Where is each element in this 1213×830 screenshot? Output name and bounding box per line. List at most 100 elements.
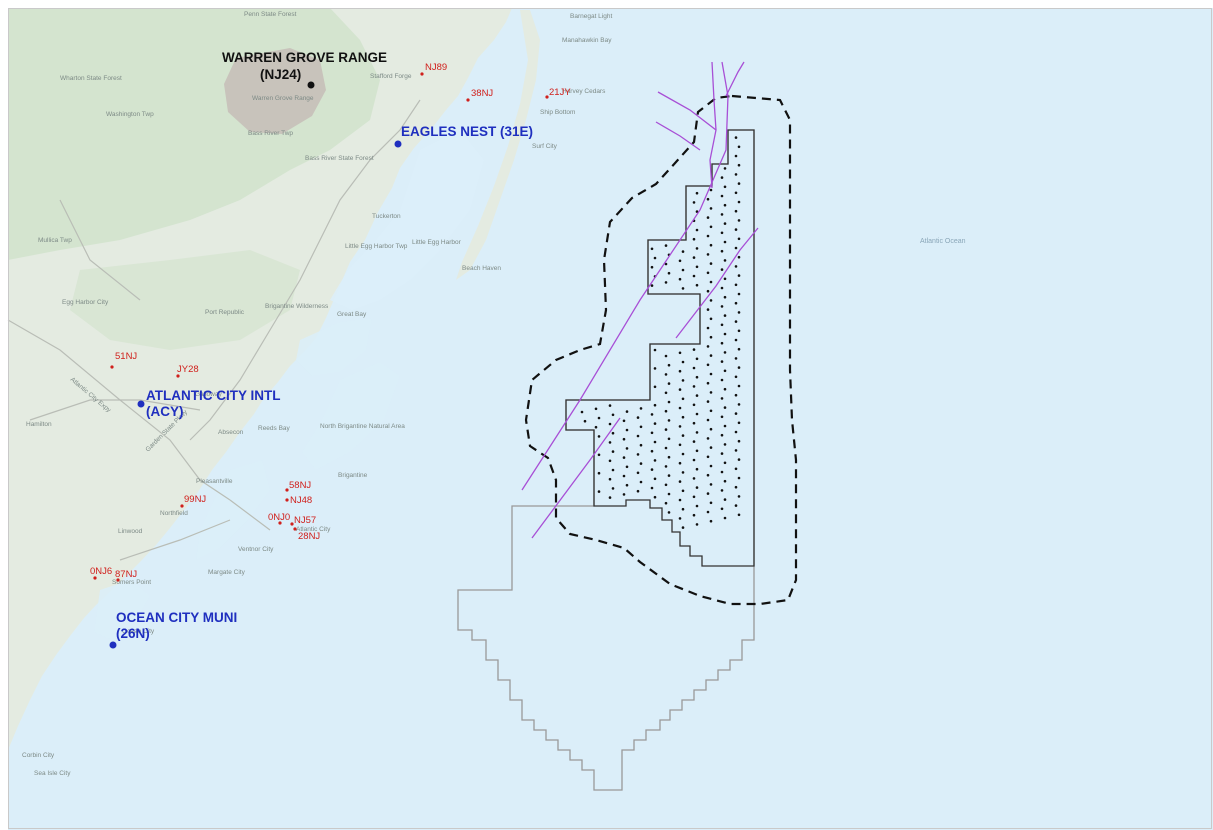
turbine-position — [723, 185, 727, 189]
turbine-position — [720, 360, 724, 363]
turbine-position — [737, 292, 741, 296]
turbine-position — [678, 498, 682, 502]
turbine-position — [597, 490, 601, 493]
turbine-position — [597, 471, 601, 475]
turbine-position — [709, 519, 713, 523]
turbine-position — [681, 250, 685, 253]
turbine-position — [734, 504, 738, 507]
turbine-position — [695, 412, 699, 416]
cable-routes — [521, 61, 759, 539]
svg-text:JY28: JY28 — [177, 364, 199, 375]
minor-airport[interactable]: 99NJ — [180, 494, 206, 508]
minor-airport[interactable]: 0NJ6 — [90, 566, 112, 580]
basemap-label: Beach Haven — [462, 265, 501, 272]
turbine-position — [678, 277, 682, 281]
turbine-position — [706, 308, 710, 311]
turbine-position — [667, 492, 671, 496]
basemap-label: North Brigantine Natural Area — [320, 423, 405, 430]
basemap-label: Brigantine — [338, 472, 368, 479]
minor-airport[interactable]: JY28 — [176, 364, 199, 378]
turbine-position — [720, 415, 724, 419]
turbine-position — [737, 421, 741, 425]
turbine-position — [723, 277, 727, 281]
turbine-position — [681, 268, 685, 272]
turbine-position — [681, 489, 685, 493]
turbine-position — [608, 459, 612, 463]
turbine-position — [692, 495, 696, 499]
major-airport-ocean-city[interactable]: OCEAN CITY MUNI (26N) — [109, 610, 238, 649]
turbine-position — [720, 507, 724, 511]
bay-area — [94, 580, 150, 640]
basemap-label: Little Egg Harbor Twp — [345, 243, 408, 250]
turbine-position — [580, 410, 584, 414]
turbine-position — [737, 219, 741, 222]
turbine-position — [625, 447, 629, 450]
major-airport-atlantic-city[interactable]: ATLANTIC CITY INTL (ACY) — [137, 388, 281, 419]
turbine-position — [664, 446, 668, 450]
turbine-position — [709, 391, 713, 394]
minor-airport[interactable]: NJ48 — [285, 495, 312, 506]
turbine-position — [692, 421, 696, 425]
turbine-position — [681, 397, 685, 401]
minor-airport[interactable]: 0NJ0 — [268, 512, 290, 525]
minor-airport[interactable]: NJ89 — [420, 62, 447, 76]
minor-airport[interactable]: 87NJ — [115, 569, 137, 582]
basemap-label: Linwood — [118, 528, 143, 535]
minor-airport[interactable]: 58NJ — [285, 480, 311, 492]
cable-route — [725, 61, 745, 97]
turbine-position — [611, 450, 615, 453]
minor-airport[interactable]: 38NJ — [466, 88, 493, 102]
turbine-position — [709, 262, 713, 265]
basemap-label: Barnegat Light — [570, 13, 612, 20]
minor-airport[interactable]: 51NJ — [110, 351, 137, 369]
turbine-position — [678, 425, 682, 428]
turbine-position — [737, 145, 741, 149]
turbine-position — [681, 507, 685, 511]
minor-airport[interactable]: 21JY — [545, 87, 571, 99]
basemap-label: Tuckerton — [372, 213, 401, 220]
turbine-position — [692, 440, 696, 443]
turbine-position — [720, 194, 724, 198]
turbine-position — [723, 479, 727, 483]
turbine-position — [692, 201, 696, 204]
turbine-position — [723, 424, 727, 428]
turbine-position — [695, 247, 699, 250]
turbine-position — [681, 287, 685, 290]
turbine-position — [664, 409, 668, 413]
turbine-position — [667, 511, 671, 514]
minor-airport[interactable]: NJ57 — [290, 515, 316, 526]
basemap-label: Brigantine Wilderness — [265, 303, 329, 310]
turbine-position — [678, 406, 682, 410]
turbine-position — [706, 510, 710, 514]
turbine-position — [723, 259, 727, 262]
turbine-position — [653, 422, 657, 425]
turbine-position — [709, 335, 713, 339]
turbine-position — [664, 428, 668, 431]
turbine-position — [639, 407, 643, 410]
bay-area — [196, 460, 270, 560]
airport-marker — [137, 400, 145, 408]
turbine-position — [734, 301, 738, 305]
turbine-position — [706, 326, 710, 330]
major-airport-eagles-nest[interactable]: EAGLES NEST (31E) — [394, 124, 534, 148]
turbine-position — [622, 493, 626, 496]
basemap-label: Northfield — [160, 510, 188, 517]
turbine-position — [706, 455, 710, 459]
turbine-position — [692, 385, 696, 388]
basemap-label: Penn State Forest — [244, 11, 297, 18]
cable-route — [657, 91, 717, 131]
turbine-position — [706, 437, 710, 440]
turbine-position — [734, 283, 738, 287]
turbine-position — [709, 501, 713, 505]
turbine-position — [737, 163, 741, 167]
turbine-position — [692, 237, 696, 241]
turbine-position — [737, 495, 741, 498]
turbine-position — [734, 265, 738, 268]
airport-marker — [394, 140, 402, 148]
turbine-position — [650, 449, 654, 453]
turbine-position — [723, 314, 727, 317]
turbine-position — [695, 486, 699, 489]
major-airport-warren-grove[interactable]: WARREN GROVE RANGE (NJ24) — [222, 50, 387, 89]
minor-airport[interactable]: 28NJ — [293, 527, 320, 542]
